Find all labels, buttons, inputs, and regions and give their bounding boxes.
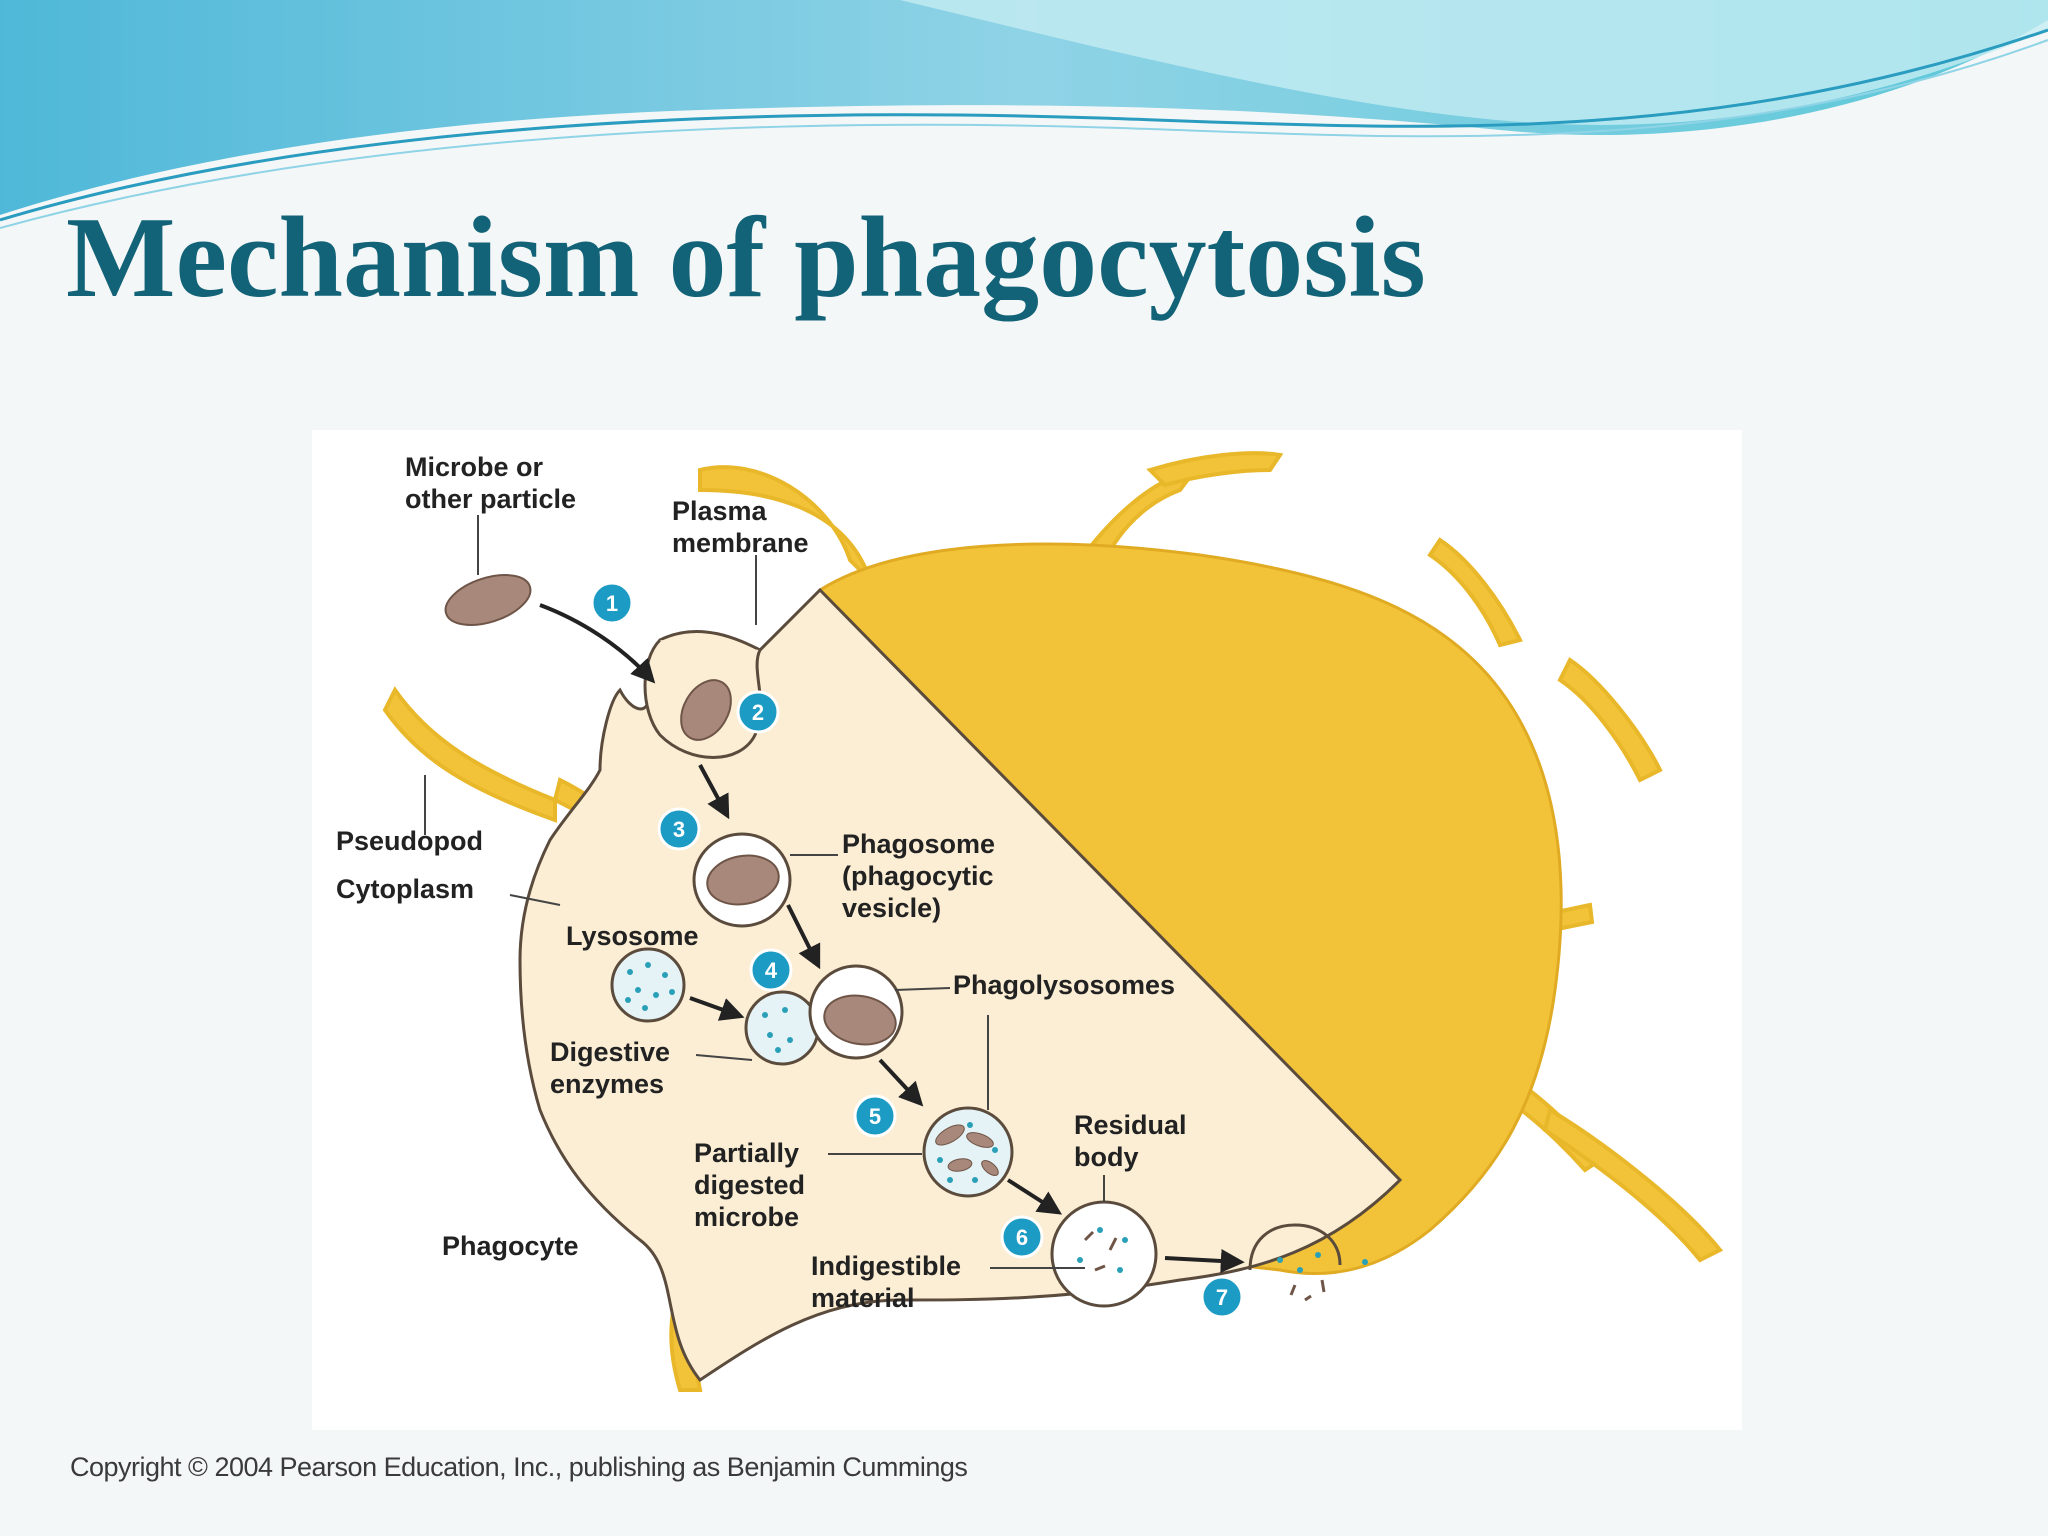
label-digestive-enzymes: Digestive enzymes bbox=[550, 1037, 678, 1099]
leader-lines bbox=[424, 515, 1105, 1269]
step-badge-3: 3 bbox=[657, 807, 701, 851]
label-phagosome: Phagosome (phagocytic vesicle) bbox=[842, 829, 1003, 923]
slide-title: Mechanism of phagocytosis bbox=[66, 194, 1426, 322]
label-pseudopod: Pseudopod bbox=[336, 826, 483, 856]
process-arrows bbox=[539, 603, 1245, 1273]
step-badge-7: 7 bbox=[1200, 1275, 1244, 1319]
svg-text:1: 1 bbox=[606, 591, 618, 616]
label-partially-digested-microbe: Partially digested microbe bbox=[694, 1138, 813, 1232]
svg-text:5: 5 bbox=[869, 1104, 881, 1129]
svg-text:7: 7 bbox=[1216, 1285, 1228, 1310]
engulfed-microbe bbox=[680, 679, 732, 741]
label-cytoplasm: Cytoplasm bbox=[336, 874, 474, 904]
free-microbe bbox=[444, 574, 532, 626]
top-wave-banner bbox=[0, 0, 2048, 229]
phagolysosome-lysosome-part bbox=[744, 990, 820, 1066]
lysosome-enzyme-dots bbox=[625, 962, 675, 1011]
microbe-fragments bbox=[935, 1124, 999, 1176]
label-phagolysosomes: Phagolysosomes bbox=[953, 970, 1175, 1000]
digestive-enzyme-dots bbox=[937, 1122, 998, 1183]
step-badge-6: 6 bbox=[1000, 1215, 1044, 1259]
step-badge-2: 2 bbox=[736, 690, 780, 734]
copyright-notice: Copyright © 2004 Pearson Education, Inc.… bbox=[70, 1452, 968, 1482]
step-badge-4: 4 bbox=[749, 948, 793, 992]
svg-text:4: 4 bbox=[765, 958, 778, 983]
phagolysosome-enzyme-dots bbox=[762, 1007, 793, 1053]
phagosome-microbe bbox=[706, 854, 780, 906]
label-microbe: Microbe or other particle bbox=[405, 452, 576, 514]
residual-body bbox=[1050, 1200, 1158, 1308]
label-indigestible-material: Indigestible material bbox=[811, 1251, 969, 1313]
exocytosis-bump bbox=[1248, 1223, 1342, 1271]
digesting-phagolysosome bbox=[922, 1106, 1014, 1198]
label-residual-body: Residual body bbox=[1074, 1110, 1194, 1172]
label-plasma-membrane: Plasma membrane bbox=[672, 496, 809, 558]
lysosome bbox=[610, 947, 686, 1023]
svg-text:3: 3 bbox=[673, 817, 685, 842]
indigestible-particles bbox=[1077, 1227, 1128, 1273]
cytoplasm-region bbox=[518, 587, 1403, 1383]
svg-text:2: 2 bbox=[752, 700, 764, 725]
phagolysosome-microbe bbox=[823, 994, 897, 1046]
label-phagocyte: Phagocyte bbox=[442, 1231, 579, 1261]
label-lysosome: Lysosome bbox=[566, 921, 699, 951]
svg-text:6: 6 bbox=[1016, 1225, 1028, 1250]
exocytosed-material bbox=[1277, 1252, 1368, 1302]
step-badge-1: 1 bbox=[590, 581, 634, 625]
step-badge-5: 5 bbox=[853, 1094, 897, 1138]
